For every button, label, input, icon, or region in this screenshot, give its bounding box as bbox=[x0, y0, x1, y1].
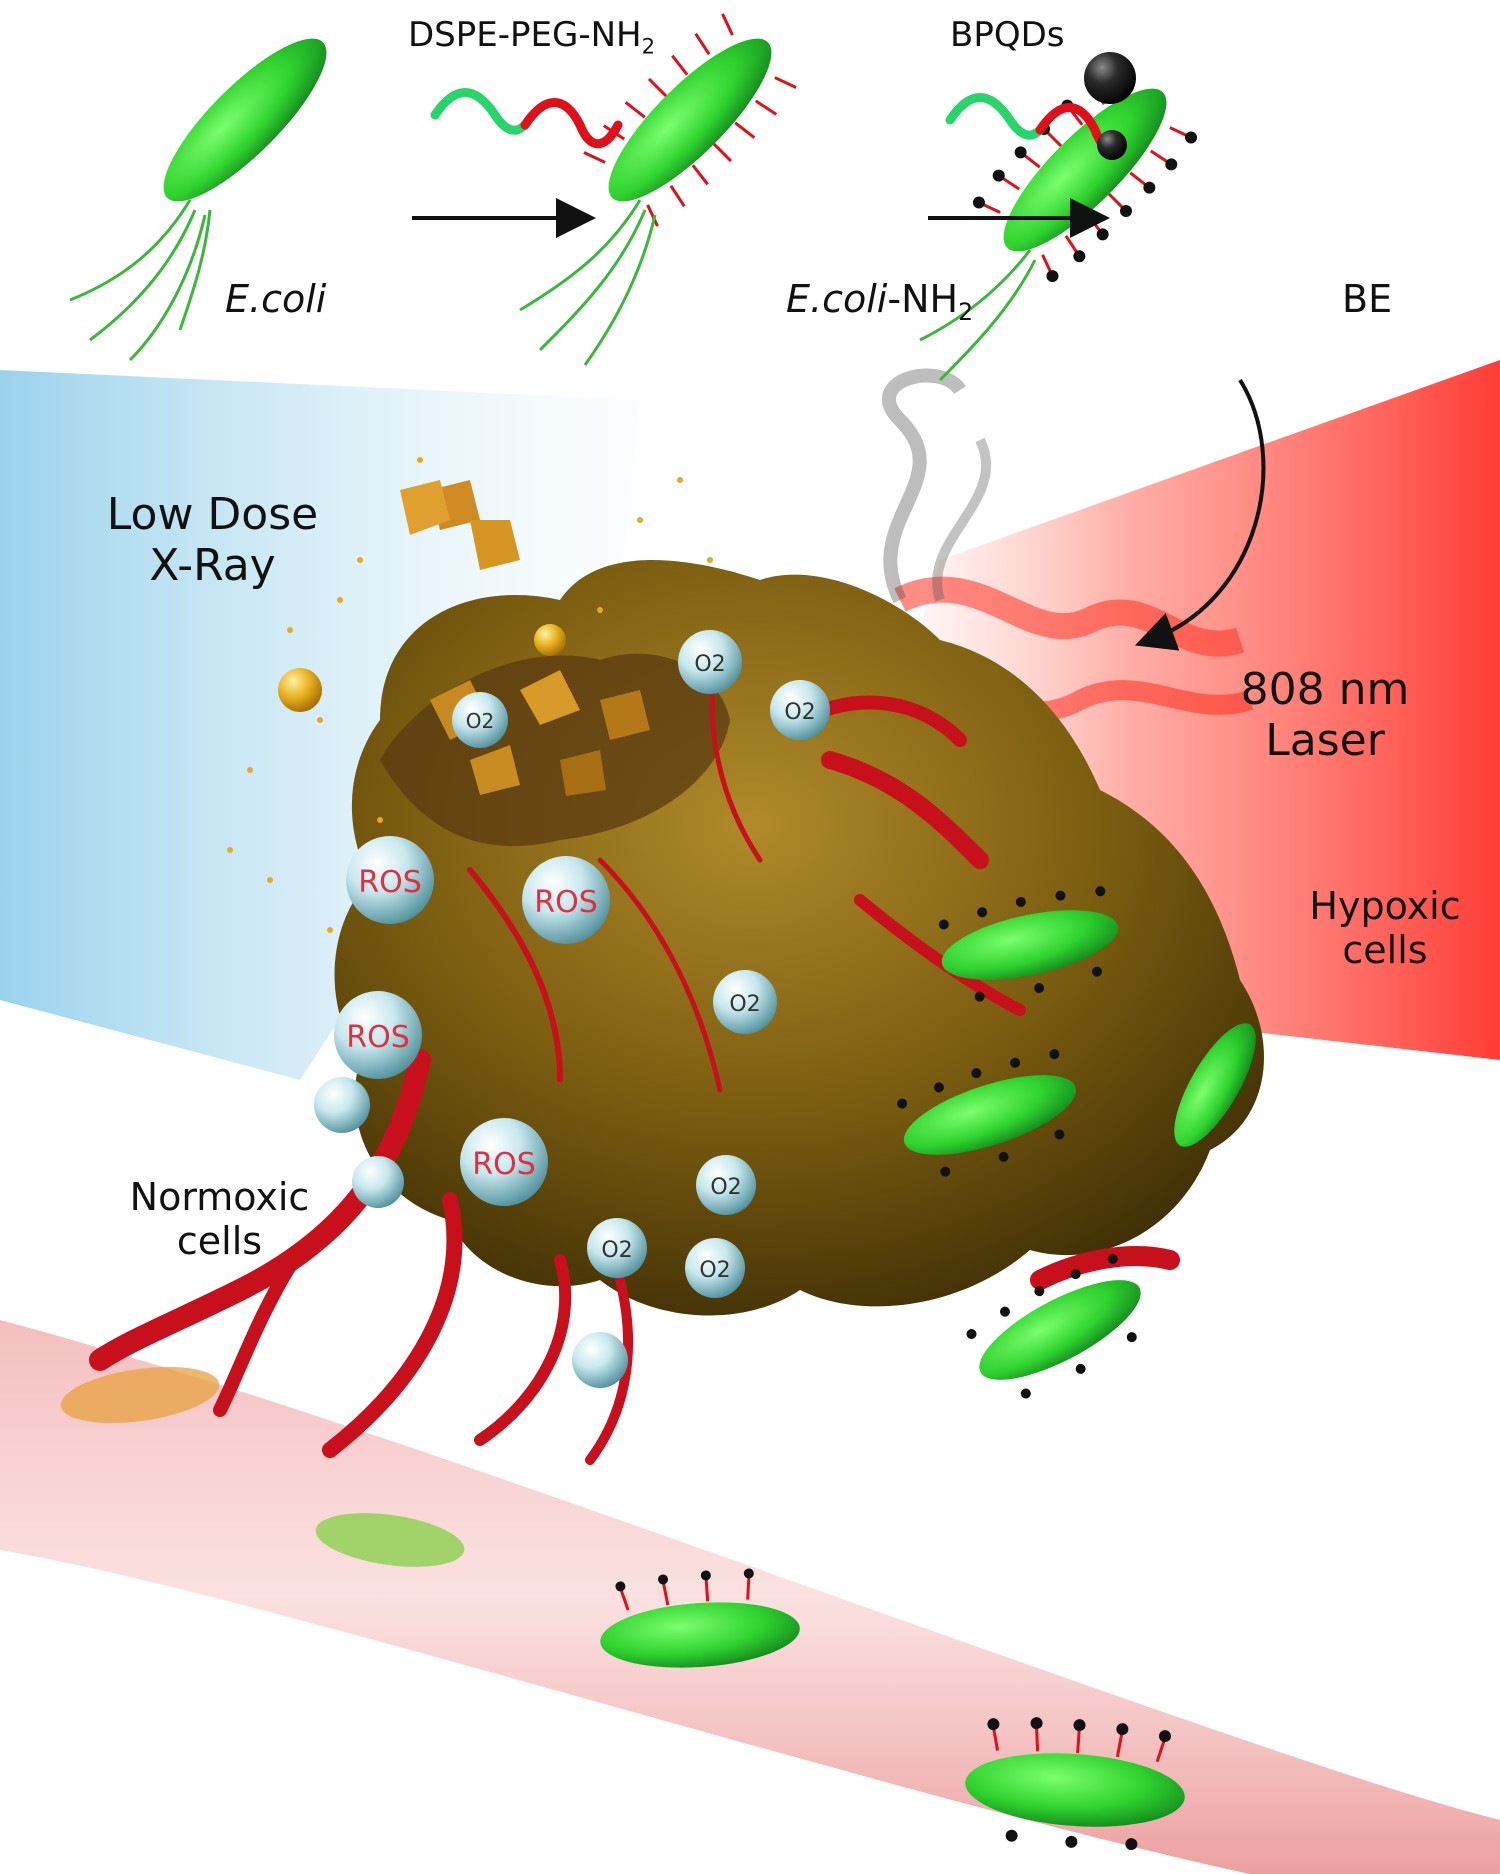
laser-label: 808 nm Laser bbox=[1240, 664, 1410, 766]
bubble-plain bbox=[314, 1077, 370, 1133]
svg-text:O2: O2 bbox=[729, 992, 760, 1017]
quantum-dot-small bbox=[1097, 130, 1127, 160]
smoke-plume bbox=[882, 368, 992, 604]
ros-bubble: ROS bbox=[334, 991, 422, 1079]
quantum-dot-large bbox=[1084, 52, 1136, 104]
ros-bubble: ROS bbox=[522, 856, 610, 944]
ros-bubble: ROS bbox=[460, 1118, 548, 1206]
svg-text:ROS: ROS bbox=[358, 865, 422, 900]
be-bacterium bbox=[919, 57, 1198, 382]
svg-text:O2: O2 bbox=[601, 1238, 632, 1263]
be-label: BE bbox=[1342, 277, 1393, 321]
ecoli-nh2-label: E.coli-NH2 bbox=[786, 277, 974, 327]
o2-bubble: O2 bbox=[685, 1238, 745, 1298]
o2-bubble: O2 bbox=[587, 1218, 647, 1278]
vessel-network bbox=[89, 637, 1180, 1465]
svg-text:O2: O2 bbox=[784, 700, 815, 725]
vessel-bacteria bbox=[60, 1366, 1185, 1851]
ros-bubble: ROS bbox=[346, 836, 434, 924]
xray-label: Low Dose X-Ray bbox=[106, 489, 319, 591]
svg-text:ROS: ROS bbox=[534, 885, 598, 920]
svg-text:ROS: ROS bbox=[472, 1147, 536, 1182]
svg-text:O2: O2 bbox=[699, 1258, 730, 1283]
svg-text:O2: O2 bbox=[710, 1175, 741, 1200]
bpqds-label: BPQDs bbox=[950, 15, 1065, 55]
ecoli-label: E.coli bbox=[225, 277, 327, 321]
bubble-plain bbox=[352, 1156, 404, 1208]
o2-bubble: O2 bbox=[678, 630, 742, 694]
tumor-bacteria bbox=[897, 886, 1256, 1399]
dspe-peg-nh2-label: DSPE-PEG-NH2 bbox=[408, 15, 656, 59]
ecoli-nh2-bacterium bbox=[519, 13, 797, 366]
o2-bubble: O2 bbox=[713, 970, 777, 1034]
delivery-arrow bbox=[1134, 378, 1266, 651]
hypoxic-cells-label: Hypoxic cells bbox=[1309, 884, 1461, 972]
o2-bubbles: O2 O2 O2 O2 O2 O2 O2 bbox=[314, 630, 830, 1388]
o2-bubble: O2 bbox=[770, 680, 830, 740]
svg-text:O2: O2 bbox=[466, 709, 494, 733]
bubble-plain bbox=[572, 1332, 628, 1388]
particle-debris bbox=[227, 457, 713, 933]
o2-bubble: O2 bbox=[696, 1155, 756, 1215]
blood-vessel bbox=[0, 1320, 1500, 1874]
svg-text:O2: O2 bbox=[694, 652, 725, 677]
o2-bubble: O2 bbox=[452, 692, 508, 748]
peg-chain-icon bbox=[430, 88, 623, 149]
svg-text:ROS: ROS bbox=[346, 1020, 410, 1055]
ecoli-bacterium bbox=[69, 38, 327, 362]
ros-bubbles: ROS ROS ROS ROS bbox=[334, 836, 610, 1206]
normoxic-cells-label: Normoxic cells bbox=[129, 1175, 310, 1263]
